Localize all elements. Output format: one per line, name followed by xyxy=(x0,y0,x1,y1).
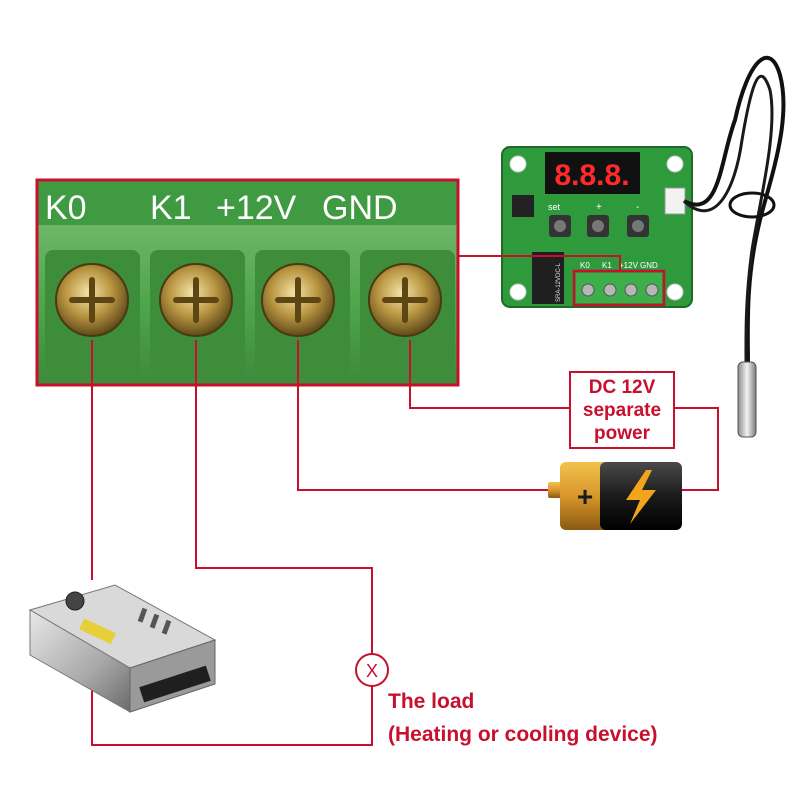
probe-cable-2 xyxy=(682,74,774,366)
wire-psu-to-load xyxy=(91,686,373,746)
screw-k0 xyxy=(55,263,129,337)
relay xyxy=(532,252,564,304)
wire-zoom-link xyxy=(458,255,621,271)
battery-cap xyxy=(548,482,562,498)
wire-gnd xyxy=(409,340,719,491)
mount-hole xyxy=(666,283,684,301)
lightning-bolt-icon xyxy=(626,470,656,524)
mount-hole xyxy=(509,283,527,301)
thermostat-board: 8.8.8. set + - SRA-12VDC-L K0 K1 +12V xyxy=(501,146,693,308)
terminal-labels: K0 K1 +12V GND xyxy=(45,189,398,227)
sensor-connector xyxy=(664,187,686,215)
psu-fan-icon xyxy=(65,591,85,611)
battery: + xyxy=(548,462,682,530)
led-digits: 8.8.8. xyxy=(554,159,629,192)
screw-k1 xyxy=(159,263,233,337)
mount-hole xyxy=(666,155,684,173)
power-supply-unit xyxy=(28,584,217,713)
svg-text:K1: K1 xyxy=(602,261,612,270)
terminal-label-k1: K1 xyxy=(150,189,192,227)
wires xyxy=(91,255,719,746)
power-note-box xyxy=(569,371,675,449)
relay-text: SRA-12VDC-L xyxy=(556,262,562,302)
psu-terminals xyxy=(139,665,211,703)
probe-tip xyxy=(737,361,757,438)
svg-text:K0: K0 xyxy=(580,261,590,270)
button-label-plus: + xyxy=(596,202,602,213)
battery-gold xyxy=(560,462,610,530)
load-circle-icon xyxy=(355,653,389,687)
power-note-line2: separate xyxy=(583,400,661,421)
board-buttons: set + - xyxy=(548,202,649,237)
terminal-label-strip xyxy=(37,180,458,225)
screw-gnd xyxy=(368,263,442,337)
load-x: X xyxy=(366,661,378,681)
button-label-set: set xyxy=(548,202,561,212)
screw-12v xyxy=(261,263,335,337)
terminal-screws xyxy=(55,263,442,337)
led-display xyxy=(545,152,640,194)
terminal-label-k0: K0 xyxy=(45,189,87,227)
load-label-line1: The load xyxy=(388,690,474,713)
load-symbol: X xyxy=(355,653,389,687)
board-terminal-labels: K0 K1 +12V GND xyxy=(580,261,658,270)
psu-sticker xyxy=(79,618,116,645)
mcu-chip xyxy=(512,195,534,217)
probe-cable-loop xyxy=(728,191,776,219)
power-note: DC 12V separate power xyxy=(569,371,675,449)
battery-plus: + xyxy=(577,481,593,512)
terminal-block-frame xyxy=(35,178,460,387)
svg-text:GND: GND xyxy=(640,261,658,270)
temperature-probe xyxy=(682,55,786,438)
button-label-minus: - xyxy=(636,202,639,213)
svg-text:+12V: +12V xyxy=(619,261,639,270)
power-note-line1: DC 12V xyxy=(589,377,656,398)
terminal-block-closeup: K0 K1 +12V GND xyxy=(35,178,460,387)
terminal-label-gnd: GND xyxy=(322,189,398,227)
wire-12v xyxy=(297,340,548,491)
power-note-line3: power xyxy=(594,423,651,444)
mount-hole xyxy=(509,155,527,173)
wire-k1 xyxy=(195,340,373,654)
load-label-line2: (Heating or cooling device) xyxy=(388,723,658,746)
psu-vents xyxy=(137,607,172,635)
terminal-label-12v: +12V xyxy=(216,189,297,227)
